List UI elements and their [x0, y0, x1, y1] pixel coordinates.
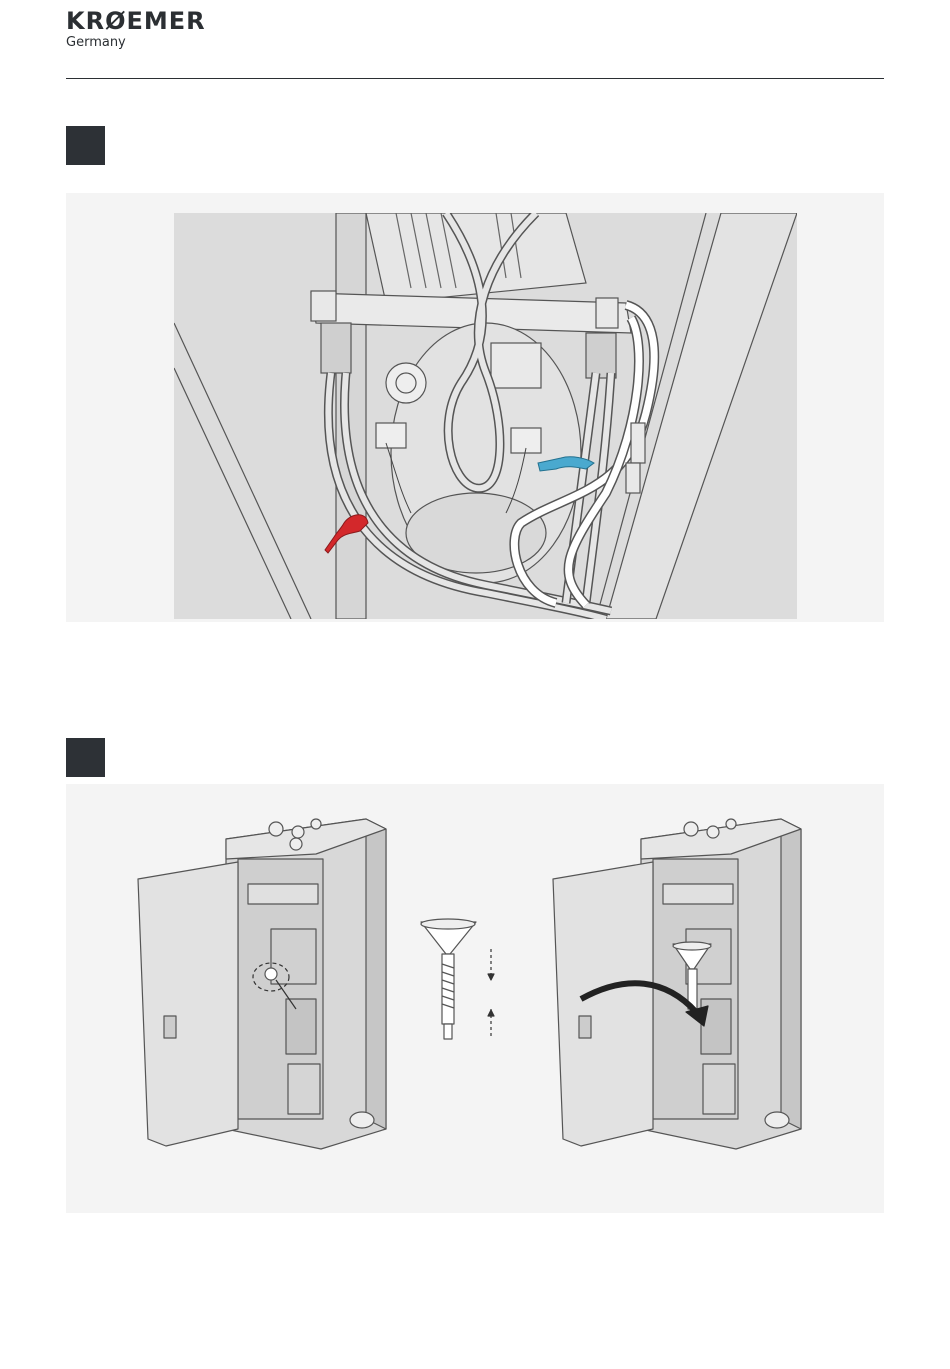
funnel-icon: [421, 919, 476, 1039]
logo-wordmark: KRØEMER: [66, 8, 206, 34]
header-divider: [66, 78, 884, 79]
hydraulic-hoses-illustration: [66, 193, 884, 622]
step-2-badge: [66, 738, 105, 777]
step-1-illustration-panel: [66, 193, 884, 622]
insert-direction-arrows-icon: [488, 949, 494, 1039]
brand-logo: KRØEMER Germany: [66, 8, 206, 50]
step-2-illustration-panel: [66, 784, 884, 1213]
cabinet-left: [138, 819, 386, 1149]
logo-subtitle: Germany: [66, 36, 206, 50]
cabinet-right: [553, 819, 801, 1149]
funnel-refill-illustration: [66, 784, 884, 1213]
step-1-badge: [66, 126, 105, 165]
